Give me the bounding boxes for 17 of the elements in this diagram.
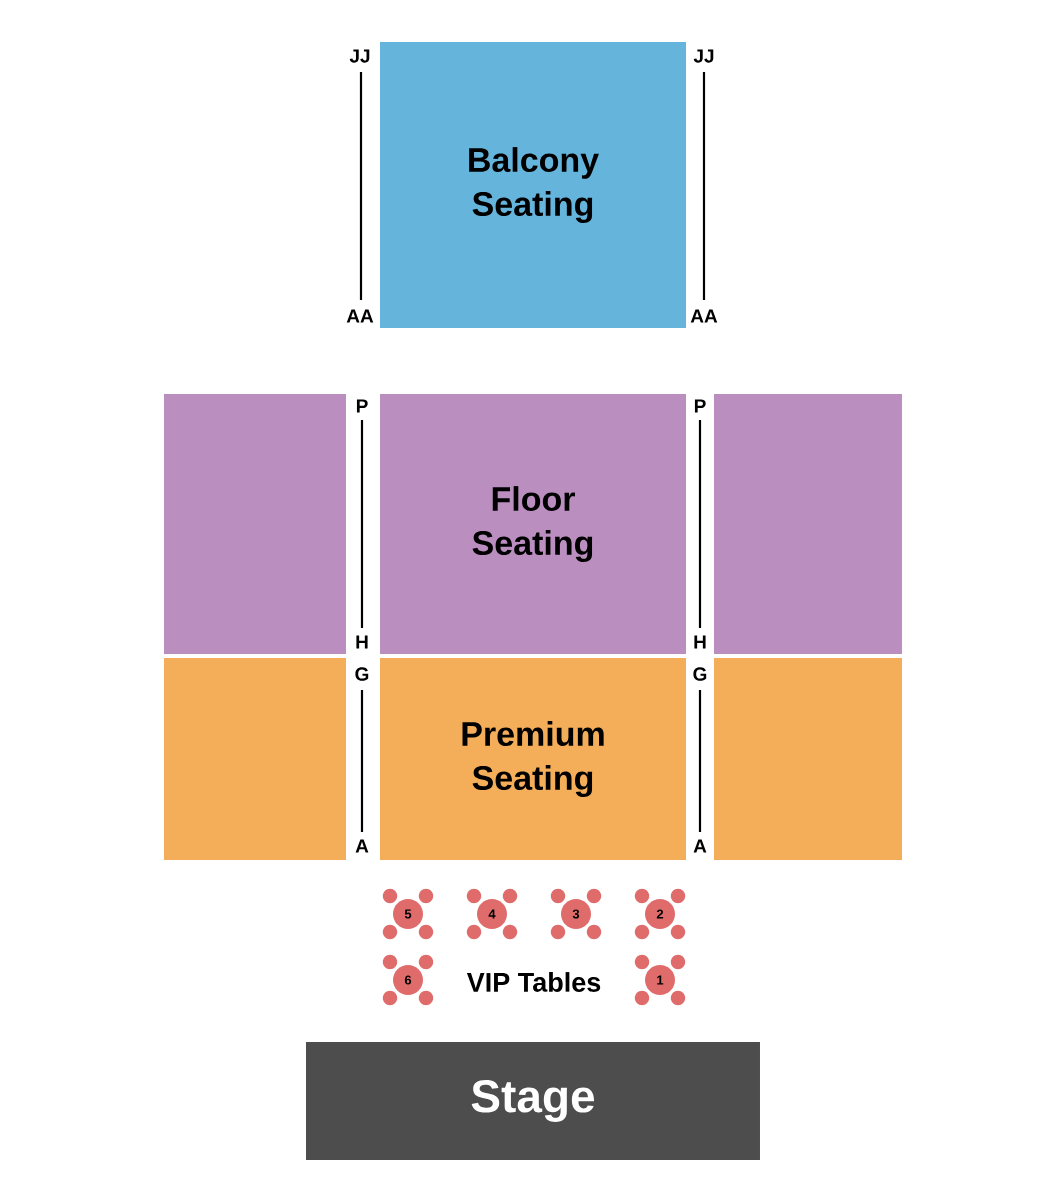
row-label: G [693,667,707,681]
seating-section [714,394,902,654]
row-label: H [356,635,368,649]
section-label: VIP Tables [466,972,601,992]
seating-section [714,658,902,860]
stage: Stage [306,1042,760,1160]
row-label: G [355,667,369,681]
row-label: P [356,399,368,413]
seating-section [164,394,346,654]
row-label: H [694,635,706,649]
row-label: P [694,399,706,413]
seating-section: Balcony Seating [380,42,686,328]
row-label: A [355,839,369,853]
seating-section: Premium Seating [380,658,686,860]
seating-section: Floor Seating [380,394,686,654]
seating-section [164,658,346,860]
row-label: A [693,839,707,853]
